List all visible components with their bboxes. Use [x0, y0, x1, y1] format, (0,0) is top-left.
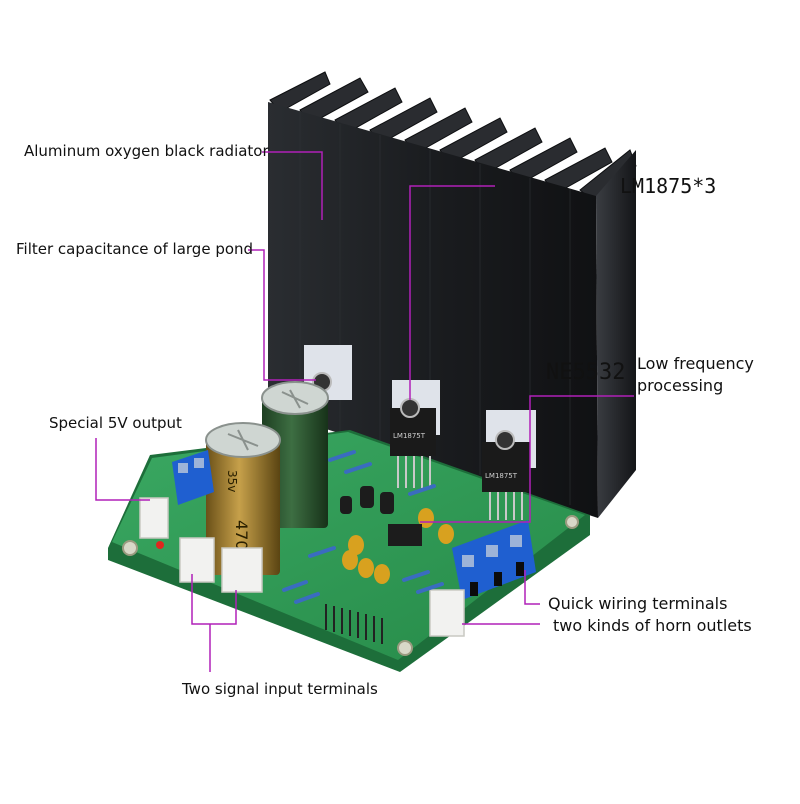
capacitor-front: 4700 35v [205, 422, 281, 575]
speaker-connector [429, 589, 465, 637]
label-quick-wiring-line1: Quick wiring terminals [548, 594, 728, 613]
callout-5v [95, 438, 150, 501]
heatsink-fins [269, 71, 637, 201]
label-filter-capacitance: Filter capacitance of large pond [16, 240, 254, 258]
chip-2-marking: LM1875T [393, 432, 426, 440]
chip-3: LM1875T [482, 410, 536, 520]
small-components [282, 450, 454, 644]
left-power-terminal [172, 450, 214, 505]
callout-radiator [262, 151, 323, 220]
label-low-frequency-line1: Low frequency [637, 354, 754, 373]
signal-input-connector-2 [221, 547, 263, 593]
5v-output-connector [139, 497, 169, 539]
white-connectors [139, 497, 465, 637]
ne5532-chip [388, 524, 422, 546]
filter-capacitors: 4700 35v [205, 381, 329, 575]
signal-input-connector-1 [179, 537, 215, 583]
callout-ne5532 [420, 395, 634, 523]
capacitor-voltage: 35v [225, 470, 239, 492]
callout-wiring [524, 570, 540, 605]
chip-3-marking: LM1875T [485, 472, 518, 480]
heatsink-side-face [596, 150, 636, 518]
callout-filter-cap [248, 249, 316, 381]
label-special-5v-output: Special 5V output [49, 414, 182, 432]
label-ne5532: NE5532 [546, 360, 626, 385]
callout-lines [95, 151, 634, 672]
callout-signal [191, 574, 237, 625]
label-signal-input: Two signal input terminals [182, 680, 378, 698]
label-low-frequency-line2: processing [637, 376, 724, 395]
led-indicator [156, 541, 164, 549]
label-quick-wiring-line2: two kinds of horn outlets [553, 616, 752, 635]
chip-2: LM1875T [390, 380, 440, 488]
label-radiator: Aluminum oxygen black radiator [24, 142, 269, 160]
label-lm1875: LM1875*3 [620, 174, 717, 198]
lm1875-chips: LM1875T LM1875T [304, 345, 536, 520]
callout-lm1875 [409, 185, 495, 400]
speaker-output-terminals [452, 520, 536, 600]
